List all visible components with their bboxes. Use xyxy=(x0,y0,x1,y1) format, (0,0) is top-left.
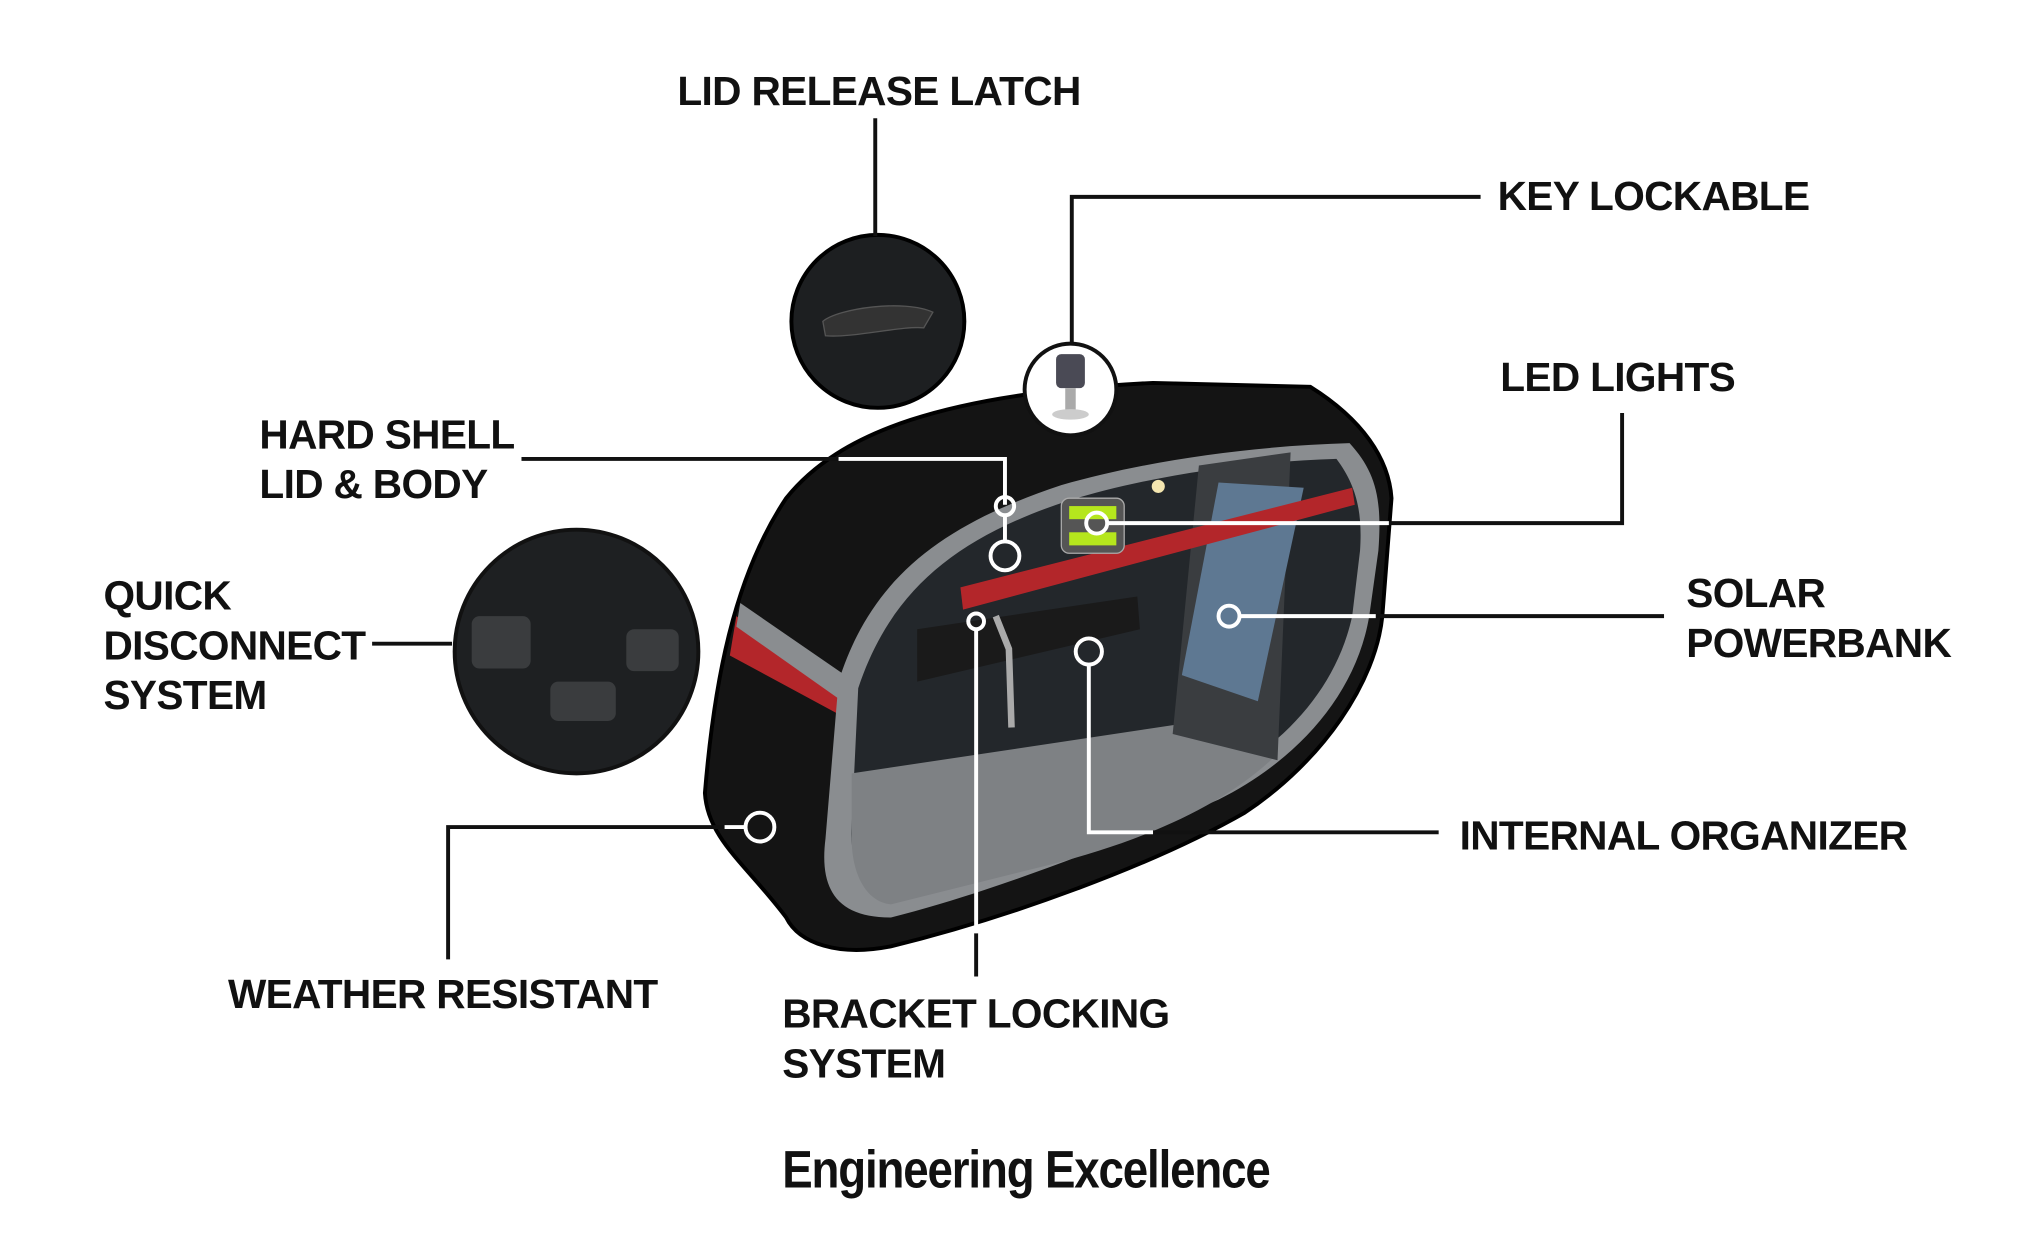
key-lockable-inset xyxy=(1022,341,1119,438)
label-bracket-locking-line1: BRACKET LOCKING xyxy=(782,991,1169,1037)
label-lid-release-latch: LID RELEASE LATCH xyxy=(677,68,1080,114)
label-quick-disconnect-line2: DISCONNECT xyxy=(104,622,367,668)
label-weather-resistant: WEATHER RESISTANT xyxy=(228,971,658,1017)
label-solar-powerbank-line2: POWERBANK xyxy=(1686,620,1951,666)
label-internal-organizer: INTERNAL ORGANIZER xyxy=(1460,812,1908,858)
label-quick-disconnect-line3: SYSTEM xyxy=(104,672,267,718)
quick-disconnect-inset xyxy=(452,527,701,776)
label-quick-disconnect-line1: QUICK xyxy=(104,573,232,619)
label-hard-shell-line2: LID & BODY xyxy=(259,461,488,507)
callout-markers xyxy=(724,456,1389,934)
label-hard-shell-line1: HARD SHELL xyxy=(259,411,514,457)
label-led-lights: LED LIGHTS xyxy=(1500,354,1735,400)
label-bracket-locking-line2: SYSTEM xyxy=(782,1040,945,1086)
label-key-lockable: KEY LOCKABLE xyxy=(1498,173,1810,219)
saddlebag-illustration xyxy=(702,380,1394,952)
label-solar-powerbank-line1: SOLAR xyxy=(1686,570,1825,616)
footer-tagline: Engineering Excellence xyxy=(782,1141,1270,1199)
lid-release-latch-inset xyxy=(789,232,967,410)
leader-lines xyxy=(372,118,1665,977)
